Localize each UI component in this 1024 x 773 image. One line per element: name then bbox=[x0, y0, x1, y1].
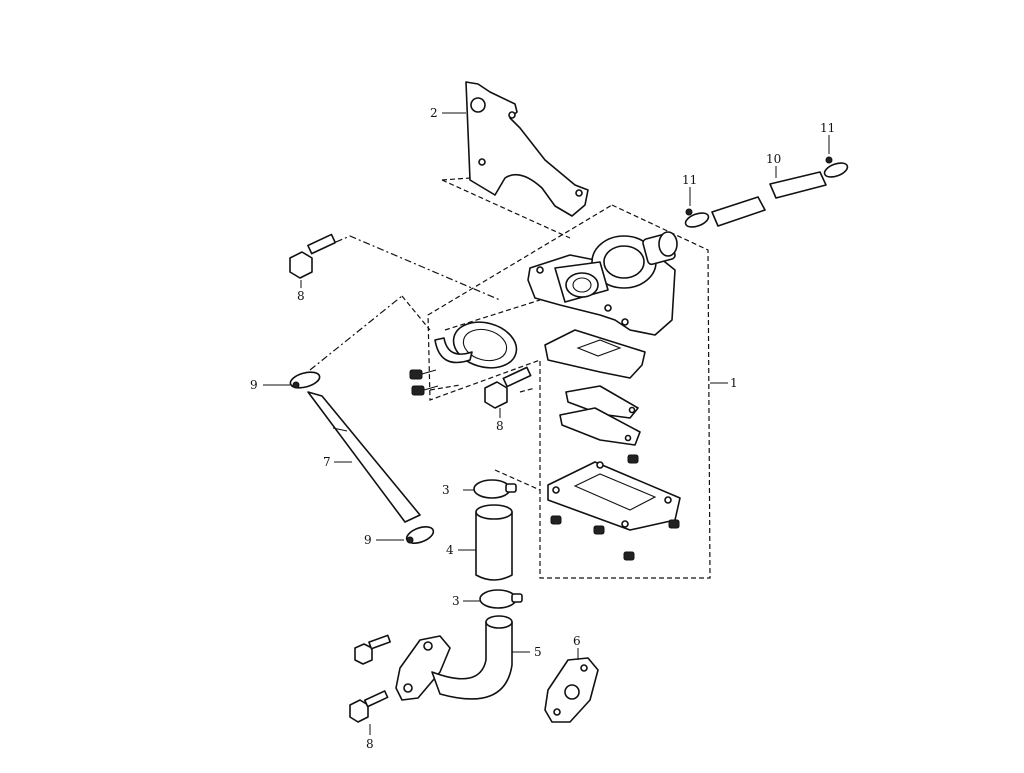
part-5-elbow-pipe bbox=[395, 615, 513, 701]
callout-11-right: 11 bbox=[820, 121, 835, 135]
part-6-gasket bbox=[544, 657, 599, 723]
part-9-clip-lower bbox=[405, 526, 435, 544]
part-1-side-cover bbox=[434, 321, 518, 369]
callout-8-middle: 8 bbox=[496, 419, 504, 433]
callout-10: 10 bbox=[766, 152, 781, 166]
callout-9-upper: 9 bbox=[250, 378, 258, 392]
callout-8-upper: 8 bbox=[297, 289, 305, 303]
part-1-housing bbox=[527, 231, 678, 336]
part-10-hose-right bbox=[769, 171, 827, 199]
callout-2: 2 bbox=[430, 106, 438, 120]
part-8-bolt-lower-1 bbox=[354, 634, 391, 665]
part-8-bolt-middle bbox=[484, 366, 532, 409]
part-1-plates bbox=[544, 329, 646, 464]
callout-9-lower: 9 bbox=[364, 533, 372, 547]
part-1-screws-left bbox=[409, 369, 439, 396]
callout-4: 4 bbox=[446, 543, 454, 557]
callout-3-lower: 3 bbox=[452, 594, 460, 608]
callout-8-lower: 8 bbox=[366, 737, 374, 751]
callout-7: 7 bbox=[323, 455, 331, 469]
callout-1: 1 bbox=[730, 376, 738, 390]
part-10-hose-left bbox=[711, 196, 766, 227]
part-8-bolt-lower-2 bbox=[349, 690, 389, 723]
part-8-bolt-upper bbox=[289, 233, 337, 279]
assembly-1-boundary bbox=[427, 204, 711, 579]
part-3-clamp-upper bbox=[473, 479, 517, 499]
callout-3-upper: 3 bbox=[442, 483, 450, 497]
part-2-bracket bbox=[465, 81, 589, 217]
part-11-clip-left bbox=[684, 208, 710, 228]
part-11-clip-right bbox=[823, 156, 849, 178]
callout-11-left: 11 bbox=[682, 173, 697, 187]
part-4-pipe bbox=[475, 504, 513, 581]
callout-5: 5 bbox=[534, 645, 542, 659]
callout-6: 6 bbox=[573, 634, 581, 648]
leader-lines bbox=[263, 112, 830, 735]
part-1-flange bbox=[547, 461, 681, 561]
part-9-clip-upper bbox=[289, 371, 321, 389]
part-3-clamp-lower bbox=[479, 589, 523, 609]
part-7-hose bbox=[307, 391, 421, 523]
alignment-lines bbox=[309, 177, 571, 491]
